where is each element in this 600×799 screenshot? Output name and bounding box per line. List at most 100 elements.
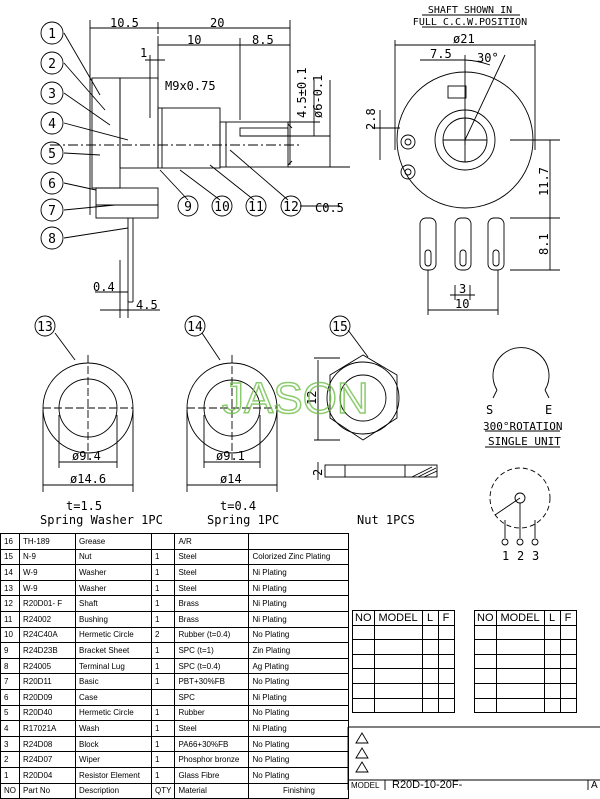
bom-cell-qty: 1 bbox=[150, 548, 176, 566]
bom-cell-material: Rubber bbox=[174, 704, 250, 722]
bom-cell-part: R20D01- F bbox=[19, 595, 76, 612]
part14-thickness: t=0.4 bbox=[220, 499, 256, 513]
bom-cell-finish: No Plating bbox=[248, 626, 350, 644]
rotation-s-label: S bbox=[486, 403, 493, 417]
callout-6: 6 bbox=[48, 177, 56, 192]
bom-cell-part: R24C40A bbox=[19, 626, 76, 644]
angle-30: 30° bbox=[477, 51, 499, 65]
dim-10-front: 10 bbox=[455, 297, 469, 311]
part-15-drawing bbox=[314, 315, 438, 480]
callout-14: 14 bbox=[187, 320, 203, 335]
bom-cell-material: SPC (t=1) bbox=[174, 642, 250, 659]
bom-cell-qty bbox=[150, 688, 176, 706]
rotation-symbol bbox=[485, 347, 560, 546]
bom-cell-material: Steel bbox=[174, 548, 250, 566]
bom-cell-material: Steel bbox=[174, 579, 250, 597]
bom-cell-desc: Shaft bbox=[75, 595, 152, 612]
rotation-line1: 300°ROTATION bbox=[483, 420, 562, 433]
bom-cell-part: R20D09 bbox=[19, 688, 76, 706]
bom-cell-finish: Zin Plating bbox=[248, 642, 350, 659]
bom-cell-part: R20D40 bbox=[19, 704, 76, 722]
side-view bbox=[40, 20, 350, 318]
bom-header-desc: Description bbox=[75, 782, 152, 799]
bom-cell-qty: 1 bbox=[150, 610, 176, 628]
model-left-l: L bbox=[421, 610, 439, 626]
callout-13: 13 bbox=[37, 320, 53, 335]
bom-cell-material: Steel bbox=[174, 720, 250, 737]
bom-cell-qty: 1 bbox=[150, 579, 176, 597]
bom-cell-part: TH-189 bbox=[19, 533, 76, 550]
bom-cell-no: 12 bbox=[0, 595, 20, 612]
dim-2-8: 2.8 bbox=[364, 108, 378, 130]
part13-thickness: t=1.5 bbox=[66, 499, 102, 513]
dim-20: 20 bbox=[210, 16, 224, 30]
dim-7-5: 7.5 bbox=[430, 47, 452, 61]
model-table-left-header: NO MODEL L F bbox=[352, 610, 455, 626]
callout-10: 10 bbox=[214, 200, 230, 215]
bom-cell-desc: Case bbox=[75, 688, 152, 706]
dim-6: ø6-0.1 bbox=[311, 75, 325, 118]
bom-cell-material: A/R bbox=[174, 533, 250, 550]
dim-1: 1 bbox=[140, 46, 147, 60]
dim-11-7: 11.7 bbox=[537, 167, 551, 196]
bom-cell-qty: 1 bbox=[150, 595, 176, 612]
callout-2: 2 bbox=[48, 57, 56, 72]
watermark: JASON bbox=[222, 374, 369, 423]
bom-cell-part: W-9 bbox=[19, 564, 76, 581]
callout-3: 3 bbox=[48, 87, 56, 102]
bom-cell-qty: 1 bbox=[150, 564, 176, 581]
part14-name: Spring 1PC bbox=[207, 513, 279, 527]
title-rev: A bbox=[591, 780, 598, 790]
model-right-f: F bbox=[559, 610, 577, 626]
model-table-right-header: NO MODEL L F bbox=[474, 610, 577, 626]
part13-outer-dim: ø14.6 bbox=[70, 472, 106, 486]
bom-header-row: NO Part No Description QTY Material Fini… bbox=[0, 782, 350, 799]
bom-cell-finish bbox=[248, 533, 350, 550]
bom-cell-desc: Bracket Sheet bbox=[75, 642, 152, 659]
bom-cell-finish: Ni Plating bbox=[248, 720, 350, 737]
pin-3: 3 bbox=[532, 549, 539, 563]
bom-cell-desc: Grease bbox=[75, 533, 152, 550]
shaft-note-line2: FULL C.C.W.POSITION bbox=[413, 17, 527, 28]
bom-cell-material: Glass Fibre bbox=[174, 766, 250, 784]
dim-8-1: 8.1 bbox=[537, 233, 551, 255]
bom-header-finish: Finishing bbox=[248, 782, 350, 799]
bom-cell-finish: Ni Plating bbox=[248, 579, 350, 597]
rotation-line2: SINGLE UNIT bbox=[488, 435, 561, 448]
bom-cell-no: 11 bbox=[0, 610, 20, 628]
bom-cell-no: 6 bbox=[0, 688, 20, 706]
bom-cell-qty: 1 bbox=[150, 720, 176, 737]
part15-dim-2: 2 bbox=[311, 469, 325, 476]
bom-cell-finish: No Plating bbox=[248, 751, 350, 768]
title-model-label: MODEL bbox=[351, 781, 380, 790]
model-left-model: MODEL bbox=[373, 610, 423, 626]
model-right-l: L bbox=[543, 610, 561, 626]
bom-header-qty: QTY bbox=[150, 782, 176, 799]
bom-cell-qty: 1 bbox=[150, 673, 176, 690]
bom-cell-qty: 2 bbox=[150, 626, 176, 644]
part14-inner-dim: ø9.1 bbox=[216, 449, 245, 463]
bom-cell-no: 8 bbox=[0, 657, 20, 675]
bom-cell-no: 1 bbox=[0, 766, 20, 784]
dim-4-5-bottom: 4.5 bbox=[136, 298, 158, 312]
title-model-value: R20D-10-20F- bbox=[392, 779, 463, 790]
bom-cell-qty: 1 bbox=[150, 642, 176, 659]
chamfer-label: C0.5 bbox=[315, 201, 344, 215]
dim-21: ø21 bbox=[453, 32, 475, 46]
bom-cell-no: 15 bbox=[0, 548, 20, 566]
bom-cell-no: 7 bbox=[0, 673, 20, 690]
bom-cell-part: R24D08 bbox=[19, 735, 76, 753]
bom-cell-finish: Ni Plating bbox=[248, 564, 350, 581]
bom-cell-material: Rubber (t=0.4) bbox=[174, 626, 250, 644]
bom-cell-no: 2 bbox=[0, 751, 20, 768]
